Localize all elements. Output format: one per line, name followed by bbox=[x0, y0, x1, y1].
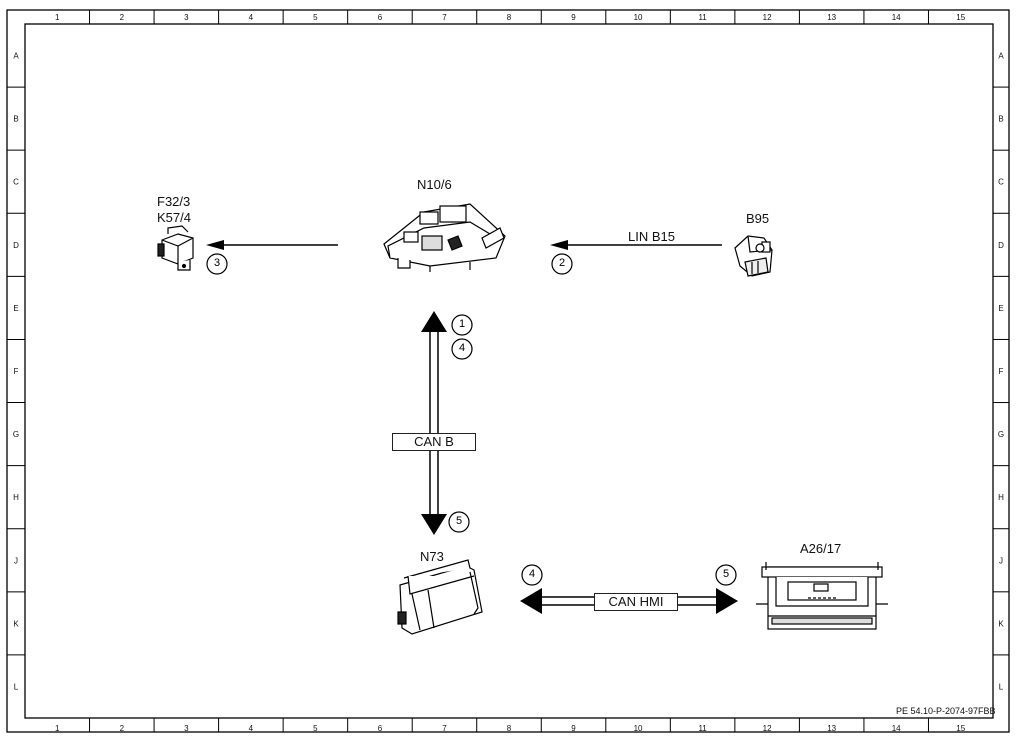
grid-row-label: E bbox=[998, 304, 1003, 313]
grid-row-label: F bbox=[14, 367, 19, 376]
grid-row-label: K bbox=[13, 619, 19, 628]
step-number-1: 1 bbox=[458, 318, 466, 330]
grid-row-label: D bbox=[998, 241, 1004, 250]
grid-column-label: 2 bbox=[120, 724, 125, 733]
sam-label: N10/6 bbox=[417, 177, 452, 192]
grid-row-label: H bbox=[998, 493, 1004, 502]
grid-column-label: 11 bbox=[698, 13, 707, 22]
step-number-5-top: 5 bbox=[455, 515, 463, 527]
grid-column-label: 3 bbox=[184, 724, 189, 733]
grid-column-label: 1 bbox=[55, 13, 60, 22]
step-number-4-top: 4 bbox=[458, 342, 466, 354]
can-b-label: CAN B bbox=[392, 433, 476, 451]
connection-lines bbox=[206, 240, 738, 614]
sensor-label: B95 bbox=[746, 211, 770, 226]
grid-column-label: 9 bbox=[571, 13, 576, 22]
step-number-2: 2 bbox=[558, 257, 566, 269]
grid-column-label: 4 bbox=[249, 724, 254, 733]
grid-column-label: 11 bbox=[698, 724, 707, 733]
grid-row-label: H bbox=[13, 493, 19, 502]
grid-column-label: 6 bbox=[378, 13, 383, 22]
arrow-sam-to-relay bbox=[206, 240, 338, 250]
can-hmi-label: CAN HMI bbox=[594, 593, 678, 611]
step-circle-5-bottom bbox=[715, 564, 737, 586]
grid-column-label: 12 bbox=[763, 13, 772, 22]
grid-row-label: A bbox=[13, 52, 19, 61]
grid-column-label: 13 bbox=[827, 724, 836, 733]
grid-row-label: D bbox=[13, 241, 19, 250]
grid-column-label: 14 bbox=[892, 13, 901, 22]
grid-row-label: K bbox=[998, 619, 1004, 628]
grid-row-label: C bbox=[13, 178, 19, 187]
drawing-border bbox=[6, 9, 1010, 733]
module-label: N73 bbox=[420, 549, 444, 564]
grid-column-label: 3 bbox=[184, 13, 189, 22]
step-circle-5-top bbox=[448, 511, 470, 533]
relay-label-line2: K57/4 bbox=[157, 210, 191, 225]
grid-column-label: 9 bbox=[571, 724, 576, 733]
unit-drawing bbox=[756, 562, 888, 630]
step-circle-1 bbox=[451, 314, 473, 336]
grid-column-label: 5 bbox=[313, 13, 318, 22]
grid-column-label: 8 bbox=[507, 724, 512, 733]
grid-row-label: A bbox=[998, 52, 1004, 61]
step-circle-4-bottom bbox=[521, 564, 543, 586]
grid-column-label: 2 bbox=[120, 13, 125, 22]
grid-row-label: C bbox=[998, 178, 1004, 187]
step-circle-4-top bbox=[451, 338, 473, 360]
sam-drawing bbox=[383, 203, 506, 272]
arrow-sensor-to-sam bbox=[550, 240, 722, 250]
document-code: PE 54.10-P-2074-97FBB bbox=[896, 706, 996, 716]
relay-label-line1: F32/3 bbox=[157, 194, 191, 209]
sensor-drawing bbox=[734, 235, 773, 277]
step-number-5-bottom: 5 bbox=[722, 568, 730, 580]
unit-label: A26/17 bbox=[800, 541, 842, 556]
grid-column-label: 12 bbox=[763, 724, 772, 733]
grid-labels: 1122334455667788991010111112121313141415… bbox=[13, 13, 1004, 733]
can-b-bus bbox=[421, 311, 447, 535]
grid-row-label: L bbox=[999, 682, 1004, 691]
grid-column-label: 8 bbox=[507, 13, 512, 22]
step-markers bbox=[206, 253, 737, 586]
grid-row-label: G bbox=[998, 430, 1004, 439]
grid-row-label: B bbox=[13, 115, 18, 124]
grid-column-label: 10 bbox=[634, 724, 643, 733]
step-number-3: 3 bbox=[213, 257, 221, 269]
grid-column-label: 13 bbox=[827, 13, 836, 22]
step-circle-2 bbox=[551, 253, 573, 275]
grid-row-label: L bbox=[14, 682, 19, 691]
grid-column-label: 7 bbox=[442, 724, 447, 733]
grid-row-label: B bbox=[998, 115, 1003, 124]
grid-column-label: 14 bbox=[892, 724, 901, 733]
lin-bus-label: LIN B15 bbox=[628, 229, 675, 244]
grid-column-label: 4 bbox=[249, 13, 254, 22]
step-number-4-bottom: 4 bbox=[528, 568, 536, 580]
relay-drawing bbox=[157, 225, 194, 271]
grid-row-label: J bbox=[14, 556, 18, 565]
grid-column-label: 15 bbox=[956, 13, 965, 22]
grid-row-label: E bbox=[13, 304, 18, 313]
grid-row-label: F bbox=[999, 367, 1004, 376]
grid-column-label: 5 bbox=[313, 724, 318, 733]
grid-row-label: G bbox=[13, 430, 19, 439]
grid-column-label: 6 bbox=[378, 724, 383, 733]
step-circle-3 bbox=[206, 253, 228, 275]
grid-column-label: 1 bbox=[55, 724, 60, 733]
grid-column-label: 10 bbox=[634, 13, 643, 22]
grid-column-label: 15 bbox=[956, 724, 965, 733]
grid-row-label: J bbox=[999, 556, 1003, 565]
grid-column-label: 7 bbox=[442, 13, 447, 22]
module-drawing bbox=[397, 559, 483, 635]
grid-ticks bbox=[7, 10, 1009, 732]
